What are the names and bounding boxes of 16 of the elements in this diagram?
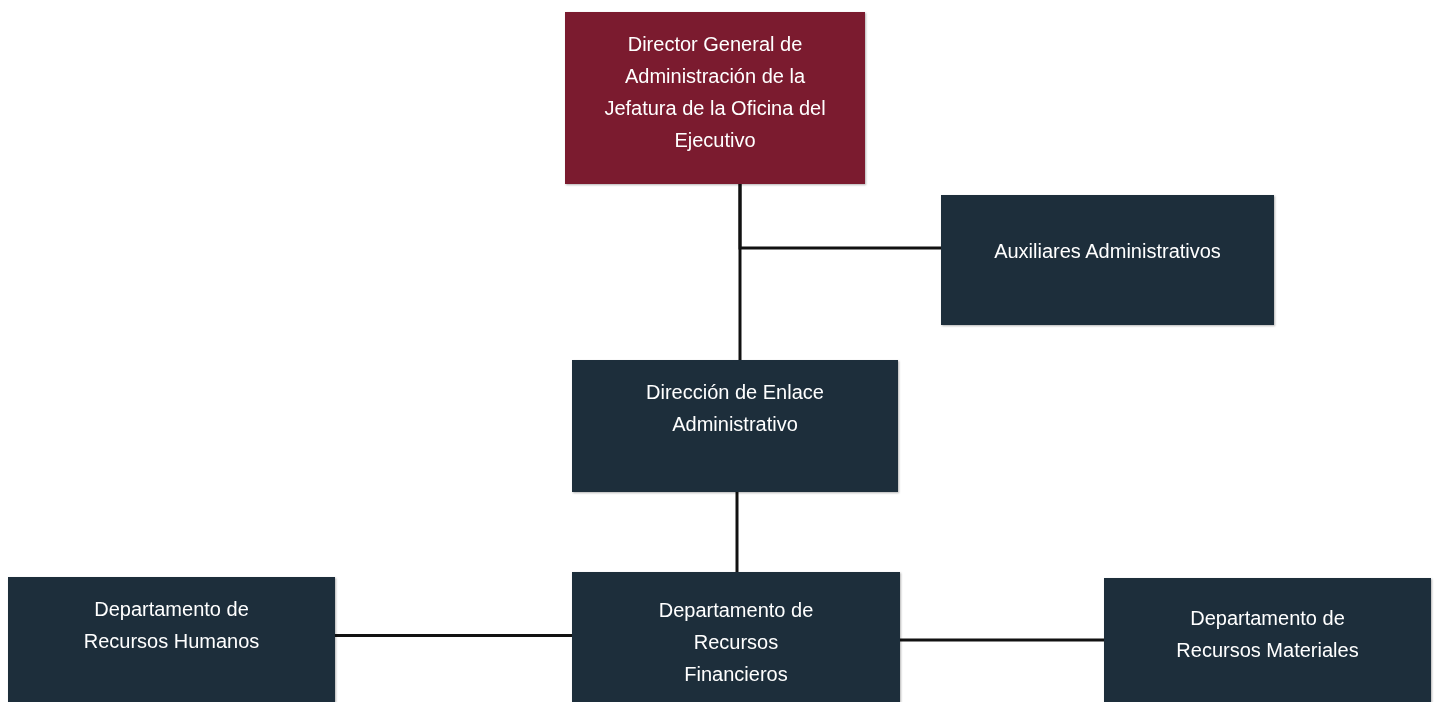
org-chart-box	[8, 577, 335, 702]
org-chart-box	[1104, 578, 1431, 702]
org-chart-box	[572, 572, 900, 702]
position-title: Auxiliares Administrativos	[994, 239, 1221, 264]
position-title: Departamento de Recursos Humanos	[82, 597, 261, 654]
org-chart-box	[565, 12, 865, 184]
position-title: Departamento de Recursos Financieros	[657, 598, 815, 687]
position-title: Departamento de Recursos Materiales	[1175, 606, 1360, 663]
connector-line	[735, 492, 739, 572]
position-title: Director General de Administración de la Jefatura de la Oficina del Ejecutivo	[603, 32, 827, 153]
connector-line	[335, 634, 572, 637]
connector-line	[738, 184, 941, 250]
connector-line	[900, 638, 1104, 642]
position-title: Dirección de Enlace Administrativo	[645, 380, 825, 437]
org-chart-box	[941, 195, 1274, 325]
org-chart-box	[572, 360, 898, 492]
